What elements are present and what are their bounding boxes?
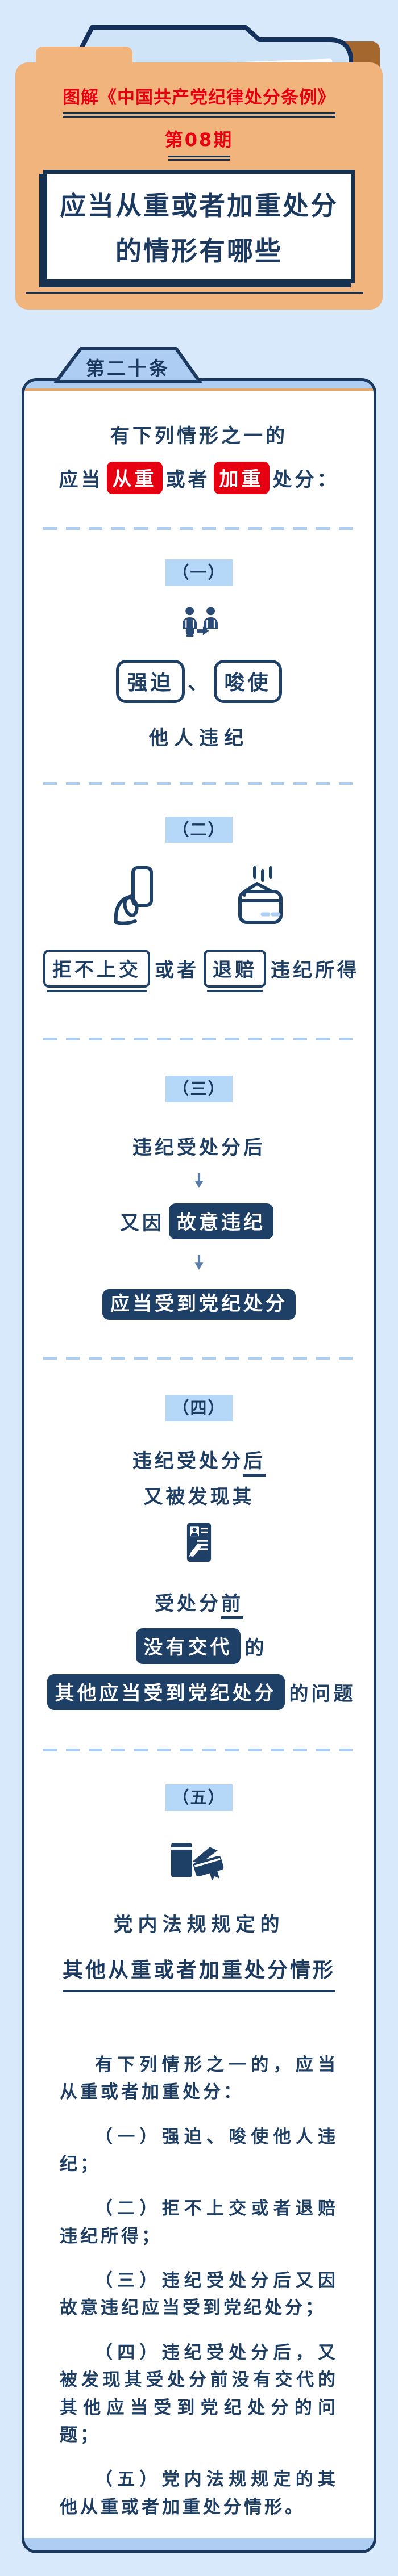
dashed-divider: [43, 527, 355, 530]
wallet-refund-icon: [238, 866, 283, 925]
article-card: 有下列情形之一的 应当从重或者加重处分： （一） 强迫、唆使 他人违纪 （二）: [22, 378, 376, 2553]
chip-jiazhong: 加重: [213, 462, 270, 494]
chip-suoshi: 唆使: [213, 659, 282, 703]
dashed-divider: [43, 1038, 355, 1041]
section2-mid: 或者: [155, 959, 199, 982]
folder-graphic: 图解《中国共产党纪律处分条例》 第08期 应当从重或者加重处分 的情形有哪些: [0, 0, 398, 321]
chip-qiangpo: 强迫: [116, 659, 185, 703]
main-title-box: 应当从重或者加重处分 的情形有哪些: [43, 170, 355, 283]
separator: 、: [188, 672, 210, 695]
section2-icons: [109, 865, 289, 926]
article-tab: 第二十条: [53, 346, 202, 384]
chip-guyiweiji: 故意违纪: [169, 1203, 273, 1239]
section3-line1: 违纪受处分后: [132, 1136, 266, 1160]
issue-number: 第08期: [164, 129, 234, 150]
chip-jubushangjiao: 拒不上交: [43, 950, 150, 993]
underlined-hou: 后: [243, 1449, 266, 1477]
record-card-icon: [186, 1523, 212, 1562]
section4-line3-pre: 受处分: [155, 1592, 221, 1616]
section5-line2: 其他从重或者加重处分情形: [62, 1954, 335, 1992]
badge-four: （四）: [165, 1394, 233, 1421]
intro-line2: 应当从重或者加重处分：: [59, 462, 339, 494]
chip-meiyoujiaodai: 没有交代: [135, 1628, 241, 1665]
dashed-divider: [43, 1356, 355, 1360]
section3-line2: 又因故意违纪: [120, 1203, 278, 1239]
down-arrow-icon: [194, 1173, 204, 1189]
section3-result: 应当受到党纪处分: [98, 1288, 300, 1320]
section5-line1: 党内法规规定的: [113, 1913, 285, 1936]
section4-line5: 其他应当受到党纪处分的问题: [43, 1674, 356, 1711]
section4-suffix2: 的问题: [289, 1683, 356, 1706]
section1-text: 他人违纪: [149, 726, 249, 750]
law-paragraph: （五）党内法规规定的其他从重或者加重处分情形。: [60, 2469, 338, 2518]
badge-two: （二）: [165, 816, 233, 843]
section4-line1: 违纪受处分后: [132, 1445, 266, 1477]
intro-pre: 应当: [59, 469, 103, 491]
double-underline: [168, 156, 230, 161]
chip-qita-dangji: 其他应当受到党纪处分: [47, 1674, 285, 1711]
series-title: 图解《中国共产党纪律处分条例》: [63, 87, 335, 108]
main-title-line1: 应当从重或者加重处分: [60, 190, 338, 221]
section2-post: 违纪所得: [271, 959, 359, 982]
law-paragraph: （二）拒不上交或者退赔违纪所得；: [60, 2198, 338, 2247]
law-paragraph: （三）违纪受处分后又因故意违纪应当受到党纪处分；: [60, 2270, 338, 2319]
folder-divider-line: [26, 292, 363, 294]
section3-pre: 又因: [120, 1211, 164, 1235]
law-paragraph: （四）违纪受处分后，又被发现其受处分前没有交代的其他应当受到党纪处分的问题；: [60, 2342, 338, 2445]
section4-line2: 又被发现其: [143, 1485, 255, 1508]
chip-dangjichufen: 应当受到党纪处分: [102, 1289, 296, 1320]
double-underline: [63, 112, 335, 118]
section4-line3: 受处分前: [155, 1588, 243, 1620]
main-title-line2: 的情形有哪些: [115, 236, 283, 266]
section2-line: 拒不上交或者退赔违纪所得: [39, 950, 359, 993]
books-icon: [171, 1843, 224, 1881]
law-text-block: 有下列情形之一的，应当从重或者加重处分： （一）强迫、唆使他人违纪； （二）拒不…: [24, 2051, 374, 2538]
badge-three: （三）: [165, 1076, 233, 1103]
intro-mid: 或者: [165, 469, 210, 491]
law-paragraph: 有下列情形之一的，应当从重或者加重处分：: [60, 2054, 338, 2103]
intro-post: 处分：: [272, 469, 339, 491]
badge-one: （一）: [165, 559, 233, 586]
section4-suffix1: 的: [244, 1637, 267, 1660]
intro-line1: 有下列情形之一的: [110, 425, 288, 448]
chip-congzhong: 从重: [106, 462, 163, 494]
section4-line4: 没有交代的: [131, 1628, 267, 1665]
section1-chips: 强迫、唆使: [113, 659, 285, 703]
section4-line1-pre: 违纪受处分: [132, 1449, 243, 1473]
law-paragraph: （一）强迫、唆使他人违纪；: [60, 2126, 338, 2175]
dashed-divider: [43, 1749, 355, 1752]
down-arrow-icon: [194, 1254, 204, 1270]
folder-body: 图解《中国共产党纪律处分条例》 第08期 应当从重或者加重处分 的情形有哪些: [15, 62, 383, 310]
hand-card-icon: [114, 866, 153, 925]
tab-shape: [54, 347, 202, 384]
card-bottom-band: [24, 2538, 374, 2550]
article-tab-label: 第二十条: [86, 357, 170, 379]
dashed-divider: [43, 781, 355, 785]
card-top-band: [24, 381, 374, 391]
badge-five: （五）: [165, 1784, 233, 1812]
instigate-persons-icon: [182, 607, 218, 637]
underlined-qian: 前: [221, 1592, 243, 1620]
chip-tuipei: 退赔: [204, 950, 266, 993]
